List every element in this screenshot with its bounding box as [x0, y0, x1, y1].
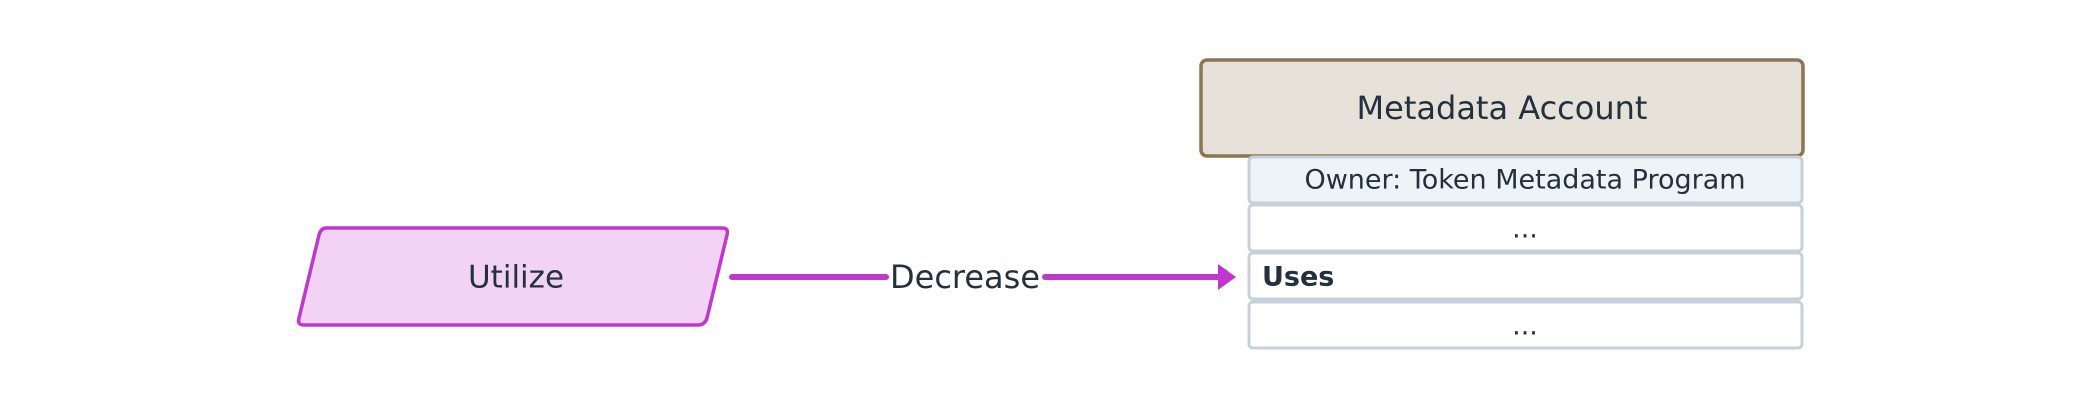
field-uses[interactable]: Uses: [1247, 251, 1804, 301]
field-owner-label: Owner: Token Metadata Program: [1304, 165, 1745, 196]
field-ellipsis-top[interactable]: ...: [1247, 203, 1804, 253]
field-uses-box: [1247, 251, 1804, 301]
field-ellipsis-bottom[interactable]: ...: [1247, 300, 1804, 350]
field-owner-box: [1247, 155, 1804, 205]
metadata-account-node[interactable]: Metadata Account: [1199, 58, 1805, 158]
decrease-label: Decrease: [890, 258, 1040, 296]
metadata-account-title: Metadata Account: [1357, 89, 1648, 127]
field-ellipsis-top-box: [1247, 203, 1804, 253]
field-ellipsis-bottom-label: ...: [1512, 311, 1538, 342]
field-ellipsis-top-label: ...: [1512, 214, 1538, 245]
utilize-label: Utilize: [468, 260, 564, 296]
decrease-edge: Decrease: [729, 258, 1236, 296]
utilize-shape: [296, 226, 730, 327]
field-owner[interactable]: Owner: Token Metadata Program: [1247, 155, 1804, 205]
field-uses-label: Uses: [1262, 262, 1334, 293]
arrowhead-icon: [1218, 264, 1236, 290]
utilize-node[interactable]: Utilize: [296, 226, 730, 327]
field-ellipsis-bottom-box: [1247, 300, 1804, 350]
